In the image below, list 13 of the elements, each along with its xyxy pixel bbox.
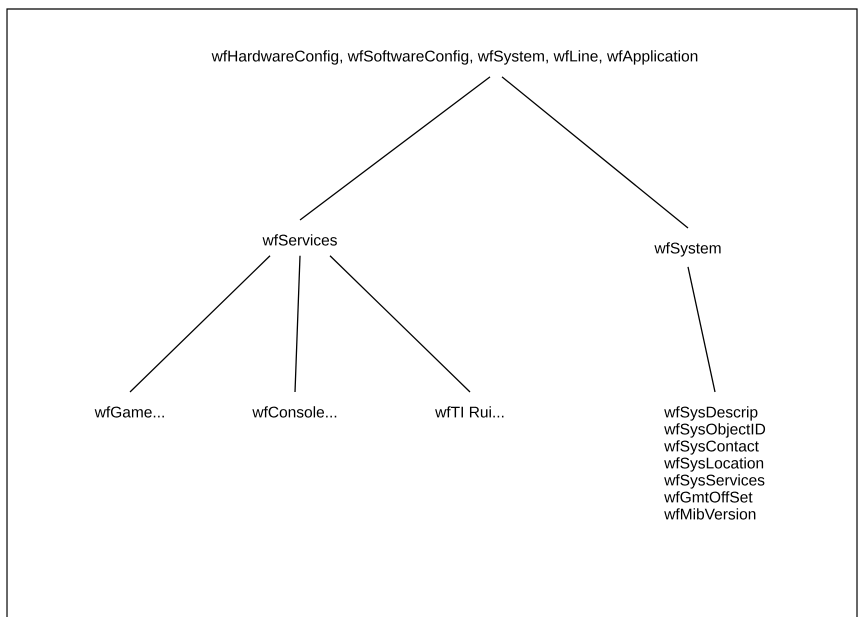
item-list: wfSysDescrip wfSysObjectID wfSysContact wfSysLocation wfSysServices wfGmtOffSet wfMibVersion	[664, 406, 766, 520]
connector-line	[502, 76, 688, 228]
node-label: wfHardwareConfig, wfSoftwareConfig, wfSystem, wfLine, wfApplication	[212, 50, 698, 65]
connector-line	[300, 76, 490, 221]
node-label: wfTI Rui...	[435, 406, 504, 418]
connector-line	[330, 255, 470, 392]
connector-line	[294, 256, 301, 392]
node-label: wfConsole...	[252, 406, 336, 418]
node-label: wfSystem	[654, 242, 721, 257]
connector-line	[687, 266, 716, 392]
connector-line	[130, 255, 270, 392]
node-label: wfServices	[262, 234, 337, 246]
node-label: wfGame...	[94, 406, 164, 418]
